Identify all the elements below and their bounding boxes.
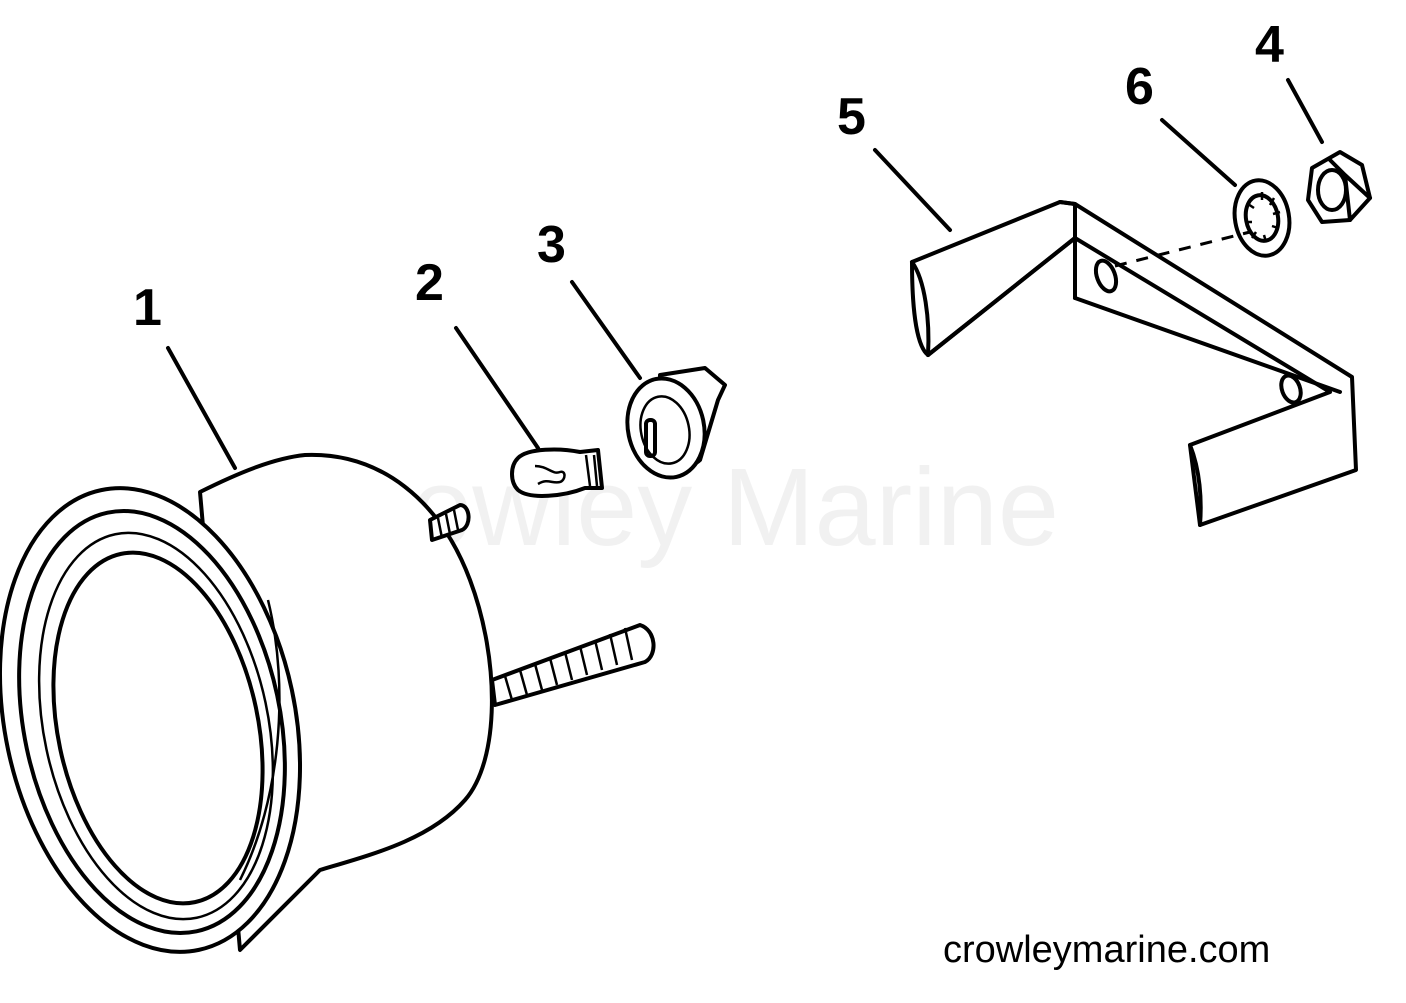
- callout-2: 2: [415, 254, 444, 312]
- hexnut-part: [1306, 150, 1372, 224]
- short-stud: [428, 503, 471, 542]
- site-url: crowleymarine.com: [943, 929, 1270, 971]
- bulb-part: [510, 447, 604, 498]
- assembly-line: [1114, 230, 1251, 268]
- bracket-part: [910, 200, 1358, 527]
- socket-part: [625, 366, 727, 480]
- gauge-part: [0, 452, 656, 954]
- lockwasher-part: [1232, 178, 1292, 258]
- callout-3: 3: [537, 216, 566, 274]
- long-stud: [490, 623, 656, 707]
- callout-6: 6: [1125, 58, 1154, 116]
- callout-5: 5: [837, 88, 866, 146]
- callout-4: 4: [1255, 16, 1284, 74]
- callout-1: 1: [133, 279, 162, 337]
- leader-lines: [166, 78, 1324, 470]
